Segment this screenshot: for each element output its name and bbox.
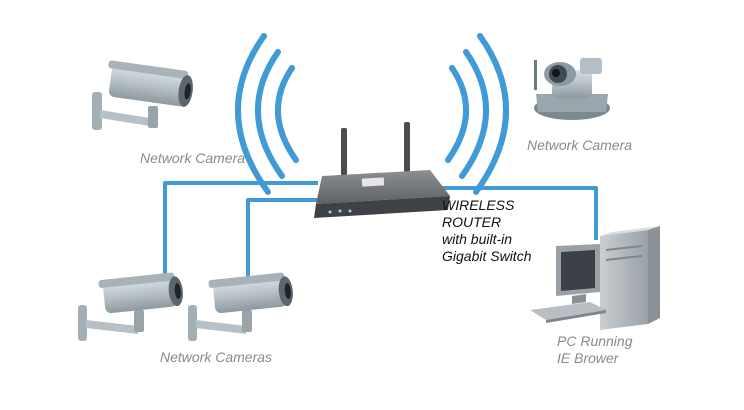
router-label-line-3: with built-in [442, 231, 513, 247]
ptz-camera-top-right-icon [534, 58, 610, 120]
pc-label-line-1: PC Running [557, 333, 633, 349]
pc-icon [530, 226, 660, 330]
router-label-line-2: ROUTER [442, 214, 502, 230]
network-cameras-label: Network Cameras [160, 349, 273, 365]
network-camera-label-left: Network Camera [140, 150, 246, 166]
network-cables [163, 181, 598, 282]
router-icon [314, 122, 450, 218]
bullet-camera-top-left-icon [92, 60, 193, 130]
wireless-waves-left-icon [235, 33, 299, 195]
network-camera-label-right: Network Camera [527, 137, 633, 153]
router-label-line-4: Gigabit Switch [442, 248, 532, 264]
bullet-camera-bottom-right-icon [188, 272, 293, 341]
wireless-waves-right-icon [445, 33, 509, 195]
pc-label-line-2: IE Brower [557, 350, 619, 366]
bullet-camera-bottom-left-icon [78, 272, 183, 341]
router-label-line-1: WIRELESS [442, 197, 515, 213]
